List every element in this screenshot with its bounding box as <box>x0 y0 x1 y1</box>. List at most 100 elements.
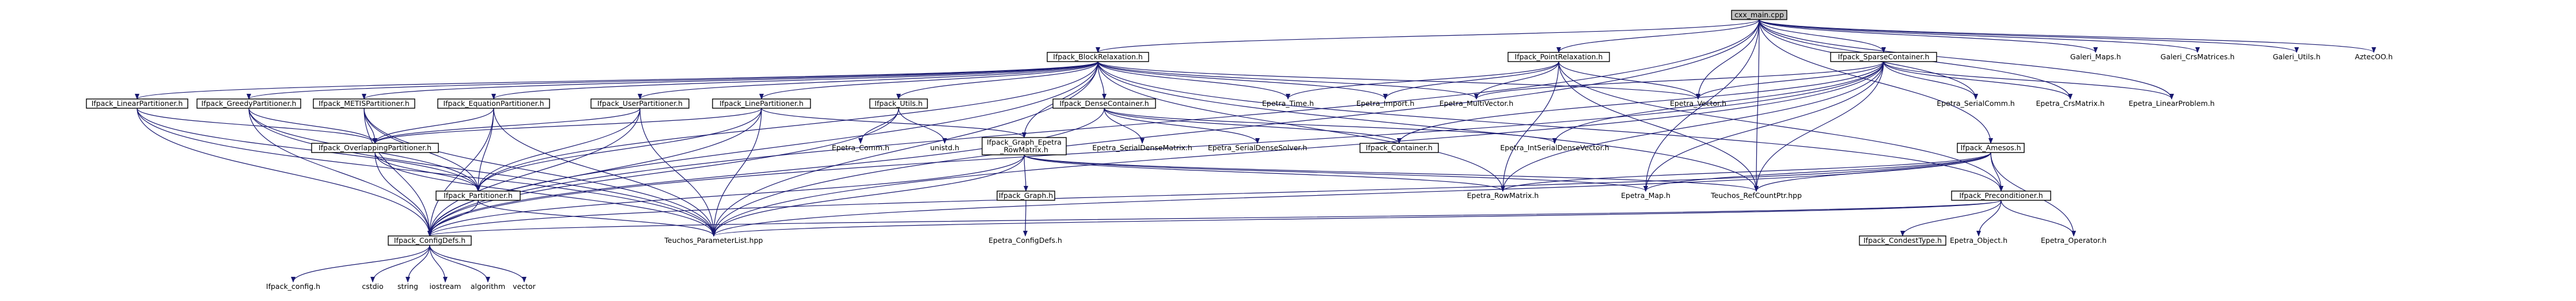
node-label-algorithm: algorithm <box>471 282 505 291</box>
node-label-Epetra_Map: Epetra_Map.h <box>1621 191 1670 200</box>
node-box-Ifpack_Partitioner <box>435 190 521 201</box>
edge-Ifpack_LinearPartitioner-to-Ifpack_ConfigDefs <box>137 108 432 237</box>
edge-Ifpack_PointRelaxation-to-Epetra_MultiVector <box>1474 61 1559 100</box>
node-box-Ifpack_Preconditioner <box>1951 190 2051 201</box>
node-box-Ifpack_EquationPartitioner <box>437 98 550 109</box>
node-Ifpack_ConfigDefs[interactable]: Ifpack_ConfigDefs.h <box>388 235 472 246</box>
node-Ifpack_GreedyPartitioner[interactable]: Ifpack_GreedyPartitioner.h <box>196 98 301 109</box>
node-Ifpack_LinearPartitioner[interactable]: Ifpack_LinearPartitioner.h <box>86 98 188 109</box>
node-Ifpack_DenseContainer[interactable]: Ifpack_DenseContainer.h <box>1052 98 1156 109</box>
node-label-string: string <box>397 282 418 291</box>
edge-Ifpack_ConfigDefs-to-string <box>406 245 430 283</box>
node-Ifpack_Graph[interactable]: Ifpack_Graph.h <box>997 190 1055 201</box>
edge-Ifpack_Graph_Epetra_RowMatrix-to-Teuchos_RefCountPtr <box>1024 154 1759 192</box>
edge-Ifpack_LinePartitioner-to-Teuchos_ParameterList <box>711 108 762 237</box>
edge-Ifpack_Partitioner-to-Ifpack_ConfigDefs <box>427 200 479 237</box>
edge-Ifpack_GreedyPartitioner-to-Teuchos_ParameterList <box>248 108 716 237</box>
node-Ifpack_Partitioner[interactable]: Ifpack_Partitioner.h <box>435 190 521 201</box>
node-Epetra_CrsMatrix: Epetra_CrsMatrix.h <box>2036 99 2104 108</box>
node-Ifpack_Utils[interactable]: Ifpack_Utils.h <box>869 98 928 109</box>
node-box-Ifpack_PointRelaxation <box>1507 52 1610 62</box>
node-label-vector: vector <box>513 282 536 291</box>
node-label-Epetra_RowMatrix: Epetra_RowMatrix.h <box>1467 191 1539 200</box>
node-vector: vector <box>513 282 536 291</box>
node-Epetra_Map: Epetra_Map.h <box>1621 191 1670 200</box>
edge-Ifpack_OverlappingPartitioner-to-Teuchos_ParameterList <box>374 152 716 237</box>
node-Epetra_IntSerialDenseVector: Epetra_IntSerialDenseVector.h <box>1500 143 1609 152</box>
node-Epetra_MultiVector: Epetra_MultiVector.h <box>1439 99 1514 108</box>
edge-Ifpack_PointRelaxation-to-Epetra_Time <box>1286 61 1559 100</box>
node-label-Ifpack_GreedyPartitioner: Ifpack_GreedyPartitioner.h <box>202 99 297 108</box>
edge-Ifpack_SparseContainer-to-Epetra_LinearProblem <box>1883 61 2174 100</box>
node-label-Ifpack_OverlappingPartitioner: Ifpack_OverlappingPartitioner.h <box>319 143 431 152</box>
edge-cxx_main-to-Epetra_LinearProblem <box>1759 19 2174 100</box>
node-label-Teuchos_ParameterList: Teuchos_ParameterList.hpp <box>664 236 763 245</box>
edge-Ifpack_BlockRelaxation-to-Ifpack_UserPartitioner <box>638 61 1098 100</box>
node-Ifpack_LinePartitioner[interactable]: Ifpack_LinePartitioner.h <box>712 98 811 109</box>
node-iostream: iostream <box>430 282 461 291</box>
node-Ifpack_Container[interactable]: Ifpack_Container.h <box>1359 143 1439 153</box>
node-Ifpack_OverlappingPartitioner[interactable]: Ifpack_OverlappingPartitioner.h <box>311 143 439 153</box>
node-algorithm: algorithm <box>471 282 505 291</box>
edge-Ifpack_BlockRelaxation-to-Ifpack_Partitioner <box>476 61 1098 192</box>
edge-Ifpack_Partitioner-to-Teuchos_ParameterList <box>478 200 716 237</box>
node-label-Ifpack_PointRelaxation: Ifpack_PointRelaxation.h <box>1515 52 1603 61</box>
edge-cxx_main-to-Teuchos_ParameterList <box>711 19 1760 237</box>
node-label-Epetra_Import: Epetra_Import.h <box>1357 99 1415 108</box>
edge-Ifpack_BlockRelaxation-to-Ifpack_LinearPartitioner <box>135 61 1098 100</box>
node-Ifpack_Preconditioner[interactable]: Ifpack_Preconditioner.h <box>1951 190 2051 201</box>
edge-Ifpack_SparseContainer-to-Epetra_SerialComm <box>1883 61 1978 100</box>
edge-Ifpack_BlockRelaxation-to-Ifpack_Preconditioner <box>1097 61 2003 192</box>
node-label-Epetra_Object: Epetra_Object.h <box>1950 236 2007 245</box>
edge-Ifpack_EquationPartitioner-to-Ifpack_ConfigDefs <box>427 108 494 237</box>
node-label-Ifpack_SparseContainer: Ifpack_SparseContainer.h <box>1838 52 1930 61</box>
node-Ifpack_PointRelaxation[interactable]: Ifpack_PointRelaxation.h <box>1507 52 1610 62</box>
edge-Ifpack_BlockRelaxation-to-Epetra_RowMatrix <box>1097 61 1505 192</box>
edge-Ifpack_BlockRelaxation-to-Epetra_Vector <box>1097 61 1700 100</box>
node-label-Ifpack_EquationPartitioner: Ifpack_EquationPartitioner.h <box>443 99 544 108</box>
node-box-Ifpack_BlockRelaxation <box>1047 52 1149 62</box>
edge-Ifpack_BlockRelaxation-to-Ifpack_Utils <box>896 61 1098 100</box>
node-Ifpack_SparseContainer[interactable]: Ifpack_SparseContainer.h <box>1830 52 1937 62</box>
edge-Ifpack_Graph_Epetra_RowMatrix-to-Teuchos_ParameterList <box>711 154 1025 237</box>
node-label-Ifpack_UserPartitioner: Ifpack_UserPartitioner.h <box>597 99 683 108</box>
node-Ifpack_Amesos[interactable]: Ifpack_Amesos.h <box>1957 143 2025 153</box>
node-Ifpack_UserPartitioner[interactable]: Ifpack_UserPartitioner.h <box>590 98 690 109</box>
node-Ifpack_Graph_Epetra_RowMatrix[interactable]: Ifpack_Graph_Epetra_RowMatrix.h <box>982 137 1067 155</box>
node-Epetra_LinearProblem: Epetra_LinearProblem.h <box>2128 99 2214 108</box>
edge-Ifpack_Amesos-to-Epetra_Map <box>1643 152 1991 192</box>
node-box-Ifpack_DenseContainer <box>1052 98 1156 109</box>
node-box-Ifpack_OverlappingPartitioner <box>311 143 439 153</box>
node-label-Ifpack_Graph_Epetra_RowMatrix: Ifpack_Graph_Epetra_RowMatrix.h <box>987 138 1062 154</box>
node-Galeri_Utils: Galeri_Utils.h <box>2273 52 2321 61</box>
edge-Ifpack_Graph-to-Epetra_ConfigDefs <box>1023 200 1028 237</box>
edge-Ifpack_EquationPartitioner-to-Teuchos_ParameterList <box>493 108 716 237</box>
edge-Ifpack_DenseContainer-to-Ifpack_Container <box>1104 108 1401 144</box>
node-box-Ifpack_LinearPartitioner <box>86 98 188 109</box>
node-Ifpack_config: Ifpack_config.h <box>266 282 320 291</box>
edge-Ifpack_Preconditioner-to-Ifpack_CondestType <box>1900 200 2002 237</box>
node-label-Ifpack_Utils: Ifpack_Utils.h <box>874 99 922 108</box>
edge-Ifpack_GreedyPartitioner-to-Ifpack_ConfigDefs <box>248 108 432 237</box>
node-Ifpack_CondestType[interactable]: Ifpack_CondestType.h <box>1859 235 1946 246</box>
node-Ifpack_EquationPartitioner[interactable]: Ifpack_EquationPartitioner.h <box>437 98 550 109</box>
node-label-Galeri_CrsMatrices: Galeri_CrsMatrices.h <box>2161 52 2235 61</box>
node-box-Ifpack_ConfigDefs <box>388 235 472 246</box>
edge-Ifpack_LinePartitioner-to-Ifpack_ConfigDefs <box>427 108 762 237</box>
edge-Ifpack_OverlappingPartitioner-to-Ifpack_Partitioner <box>374 152 480 192</box>
node-label-Ifpack_CondestType: Ifpack_CondestType.h <box>1863 236 1942 245</box>
node-label-Ifpack_LinearPartitioner: Ifpack_LinearPartitioner.h <box>92 99 183 108</box>
edge-cxx_main-to-AztecOO <box>1759 19 2376 53</box>
edge-Ifpack_PointRelaxation-to-Epetra_Import <box>1383 61 1559 100</box>
node-Ifpack_BlockRelaxation[interactable]: Ifpack_BlockRelaxation.h <box>1047 52 1149 62</box>
node-label-Epetra_MultiVector: Epetra_MultiVector.h <box>1439 99 1514 108</box>
node-Epetra_Vector: Epetra_Vector.h <box>1670 99 1726 108</box>
edge-Ifpack_BlockRelaxation-to-Ifpack_DenseContainer <box>1097 61 1107 100</box>
node-Epetra_Comm: Epetra_Comm.h <box>832 143 889 152</box>
node-label-Ifpack_BlockRelaxation: Ifpack_BlockRelaxation.h <box>1053 52 1143 61</box>
node-label-Ifpack_Preconditioner: Ifpack_Preconditioner.h <box>1959 191 2043 200</box>
edge-Ifpack_LinearPartitioner-to-Teuchos_ParameterList <box>137 108 716 237</box>
node-label-Ifpack_METISPartitioner: Ifpack_METISPartitioner.h <box>319 99 410 108</box>
node-Ifpack_METISPartitioner[interactable]: Ifpack_METISPartitioner.h <box>313 98 415 109</box>
